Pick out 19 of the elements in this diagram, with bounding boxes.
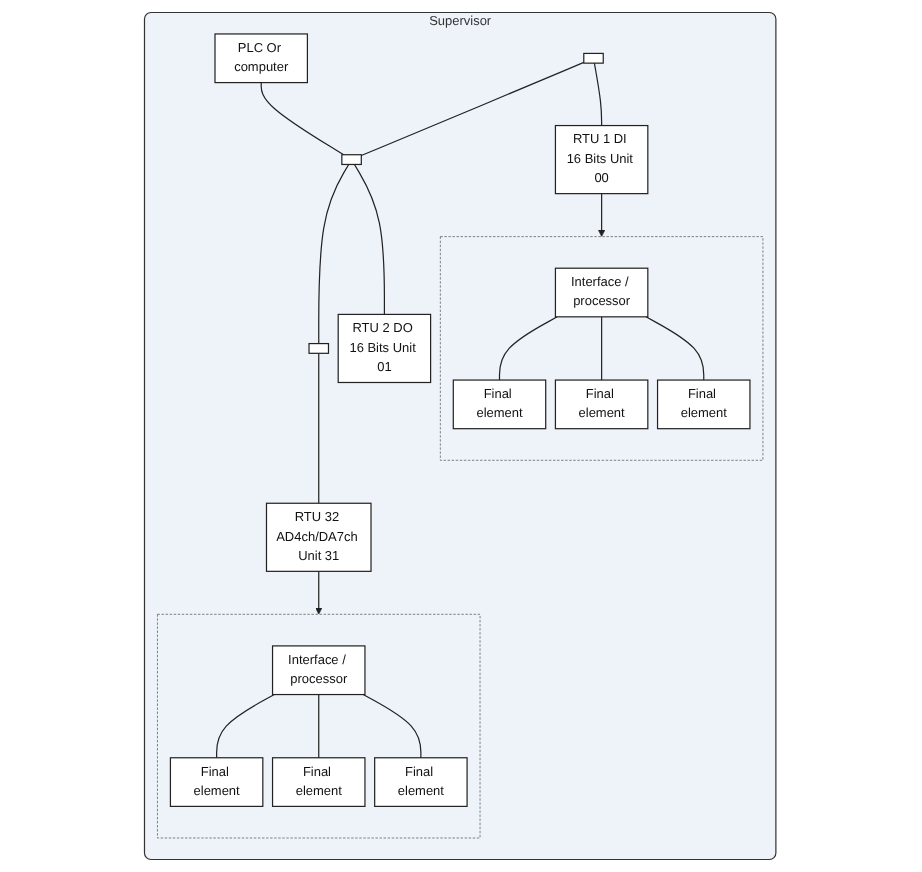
connector: [318, 163, 351, 345]
connector: [594, 62, 604, 127]
connector: [216, 693, 276, 759]
arrow: [598, 193, 606, 237]
cluster: [440, 236, 765, 461]
connector: [601, 316, 604, 381]
node-box: [342, 154, 363, 166]
arrow: [316, 570, 324, 615]
connector: [361, 61, 586, 157]
node-box: [584, 52, 605, 64]
connector: [354, 163, 386, 316]
connector: [318, 352, 321, 504]
connector: [363, 693, 423, 759]
connector: [318, 693, 321, 759]
node-box: [309, 342, 330, 354]
cluster: [157, 613, 482, 839]
connector: [261, 82, 346, 156]
connector: [499, 316, 559, 381]
connector: [646, 316, 706, 381]
